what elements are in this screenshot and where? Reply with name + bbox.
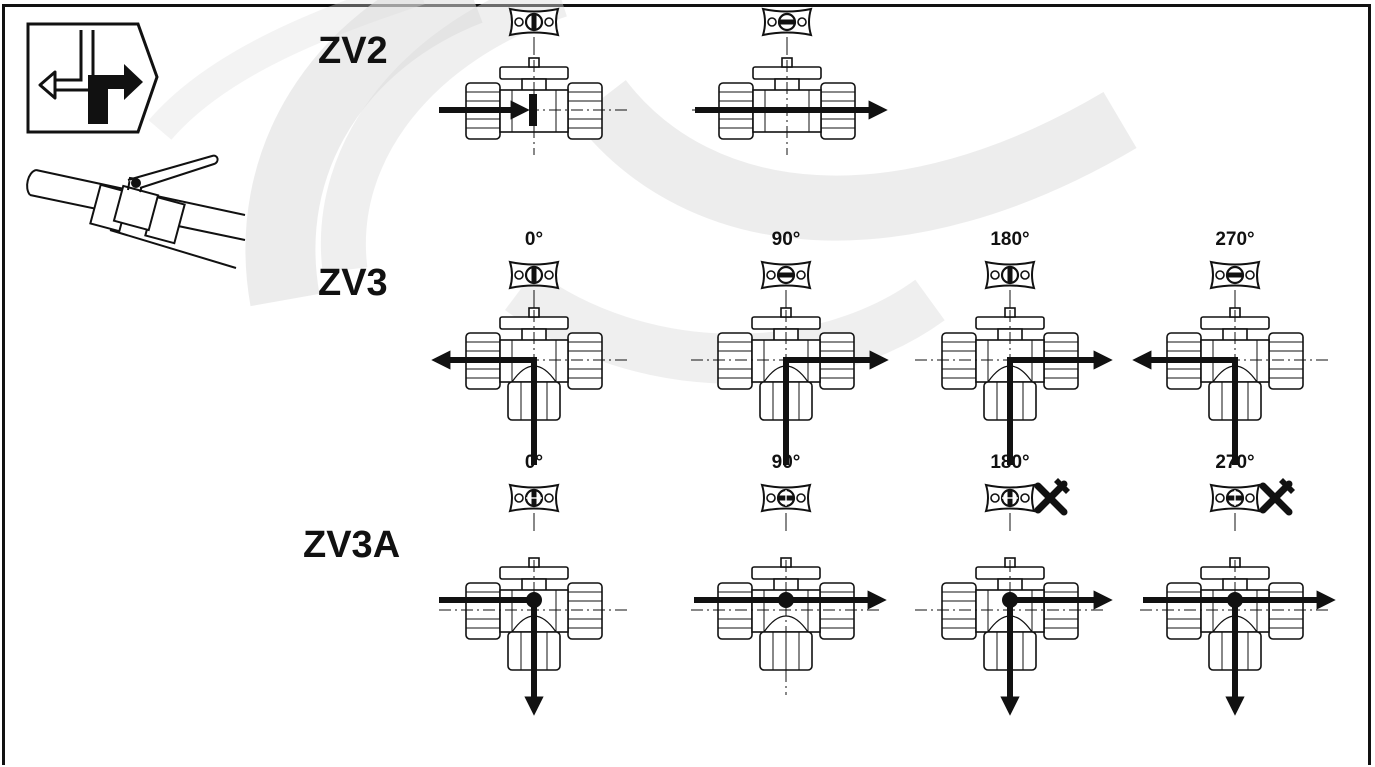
flow-arrow bbox=[1132, 350, 1238, 465]
model-label: ZV3 bbox=[318, 262, 388, 304]
model-label: ZV3A bbox=[303, 524, 400, 566]
valve-position: 180° bbox=[915, 452, 1113, 716]
valve-position: 90° bbox=[691, 229, 889, 465]
valve-position: 270° bbox=[1132, 229, 1330, 465]
angle-label: 270° bbox=[1215, 452, 1254, 473]
wrench-cross-icon bbox=[1034, 478, 1070, 516]
angle-label: 180° bbox=[990, 452, 1029, 473]
valve-position: 90° bbox=[691, 452, 887, 695]
valve-position: 270° bbox=[1140, 452, 1336, 716]
valve-row-zv3: ZV3 0° 90° 180° 270° bbox=[318, 229, 1330, 465]
valve-position: 0° bbox=[439, 452, 629, 716]
direction-change-icon bbox=[26, 22, 159, 134]
watermark-swoosh bbox=[148, 0, 1137, 384]
angle-label: 270° bbox=[1215, 229, 1254, 250]
valve-position: 180° bbox=[915, 229, 1113, 465]
pipe-ball-valve-illustration bbox=[26, 154, 246, 269]
flow-arrow bbox=[431, 350, 537, 465]
valve-position: 0° bbox=[431, 229, 629, 465]
diagram-frame bbox=[2, 4, 1371, 765]
wrench-cross-icon bbox=[1259, 478, 1295, 516]
valve-row-zv3a: ZV3A 0° 90° 180° 270° bbox=[303, 452, 1336, 716]
flow-arrow bbox=[783, 350, 889, 465]
angle-label: 180° bbox=[990, 229, 1029, 250]
valve-row-zv2: ZV2 0°, 180° 90°, 270° bbox=[318, 7, 888, 155]
model-label: ZV2 bbox=[318, 30, 388, 72]
valve-position: 0°, 180° bbox=[439, 7, 629, 155]
angle-label: 0° bbox=[525, 229, 543, 250]
angle-label: 90° bbox=[772, 229, 801, 250]
angle-label: 0° bbox=[525, 452, 543, 473]
flow-arrow bbox=[1007, 350, 1113, 465]
angle-label: 90° bbox=[772, 452, 801, 473]
valve-position: 90°, 270° bbox=[692, 7, 888, 155]
